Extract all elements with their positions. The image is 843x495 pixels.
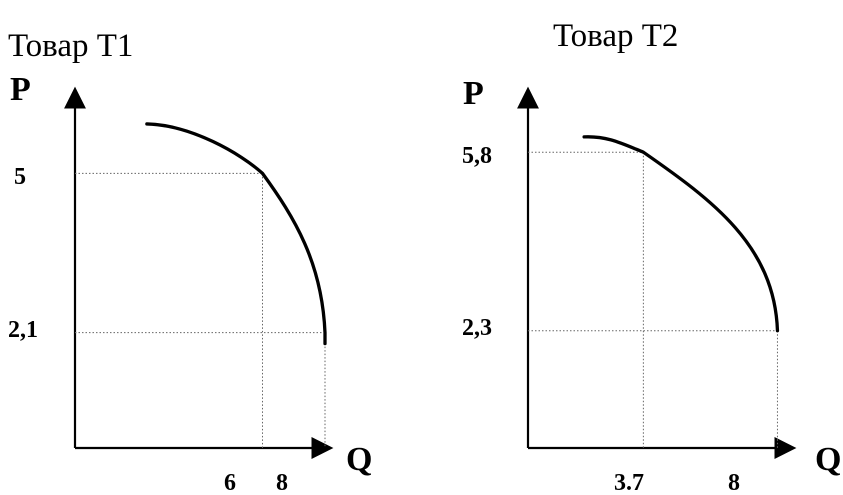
chart-t1-x-tick-8: 8 — [276, 470, 288, 495]
chart-t2: Товар Т2 P Q 5,8 2,3 3.7 8 — [462, 18, 841, 495]
chart-t2-x-tick-37: 3.7 — [614, 470, 644, 495]
chart-t1-y-tick-21: 2,1 — [8, 317, 38, 343]
chart-t1-x-tick-6: 6 — [224, 470, 236, 495]
chart-t2-demand-curve — [582, 135, 780, 333]
chart-t1-y-tick-5: 5 — [14, 164, 26, 190]
chart-t2-y-tick-23: 2,3 — [462, 315, 492, 341]
chart-t1-demand-curve — [145, 122, 327, 346]
chart-t1-y-axis-label: P — [10, 71, 31, 108]
chart-t2-y-tick-58: 5,8 — [462, 143, 492, 169]
chart-t2-y-axis-label: P — [463, 75, 484, 112]
chart-t1-title: Товар Т1 — [8, 28, 133, 64]
chart-t2-x-tick-8: 8 — [728, 470, 740, 495]
chart-t2-x-axis-label: Q — [815, 441, 841, 478]
chart-t2-title: Товар Т2 — [553, 18, 678, 54]
chart-t1-x-axis-label: Q — [346, 441, 372, 478]
chart-t1: Товар Т1 P Q 5 2,1 6 8 — [8, 28, 372, 495]
